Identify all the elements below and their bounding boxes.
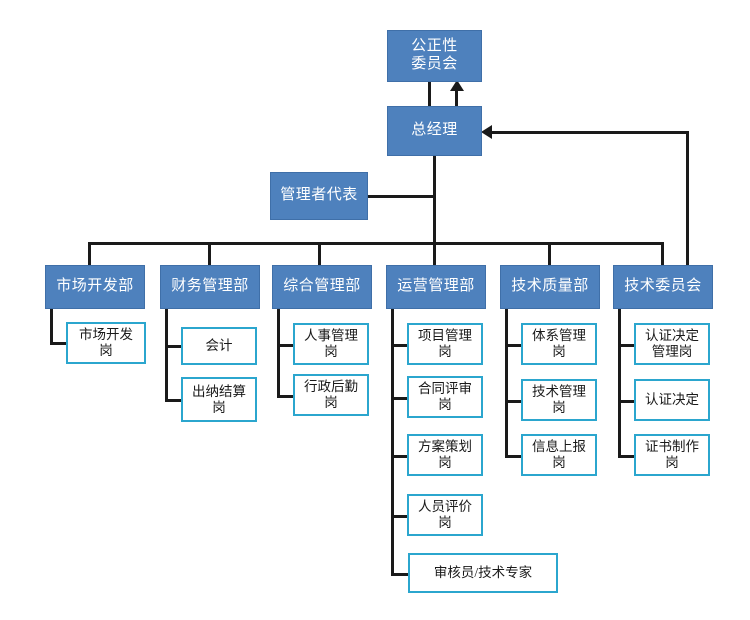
node-department-1[interactable]: 财务管理部 [160, 265, 260, 309]
connector-management-representative [368, 195, 436, 198]
post-1-1[interactable]: 出纳结算 岗 [181, 377, 257, 422]
connector-gm-trunk [433, 156, 436, 244]
node-department-4[interactable]: 技术质量部 [500, 265, 600, 309]
arrow-up-icon [450, 80, 464, 91]
connector-techcommittee-feedback-vertical [686, 131, 689, 269]
connector-stem-dept-2 [318, 242, 321, 265]
connector-stem-dept-5 [661, 242, 664, 265]
connector-stub-2-0 [277, 344, 295, 347]
node-department-2[interactable]: 综合管理部 [272, 265, 372, 309]
post-4-2[interactable]: 信息上报 岗 [521, 434, 597, 476]
post-5-2[interactable]: 证书制作 岗 [634, 434, 710, 476]
node-department-5[interactable]: 技术委员会 [613, 265, 713, 309]
connector-spine-dept-0 [50, 309, 53, 345]
connector-techcommittee-feedback-horizontal [492, 131, 689, 134]
post-3-4[interactable]: 审核员/技术专家 [408, 553, 558, 593]
connector-stub-3-2 [391, 455, 409, 458]
connector-spine-dept-2 [277, 309, 280, 398]
connector-stub-2-1 [277, 395, 295, 398]
post-5-0[interactable]: 认证决定 管理岗 [634, 323, 710, 365]
post-3-3[interactable]: 人员评价 岗 [407, 494, 483, 536]
post-3-2[interactable]: 方案策划 岗 [407, 434, 483, 476]
post-4-1[interactable]: 技术管理 岗 [521, 379, 597, 421]
connector-gm-committee-arrow-shaft [455, 88, 458, 106]
connector-spine-dept-3 [391, 309, 394, 576]
connector-stub-4-2 [505, 455, 523, 458]
post-3-0[interactable]: 项目管理 岗 [407, 323, 483, 365]
connector-stem-dept-4 [548, 242, 551, 265]
node-general-manager[interactable]: 总经理 [387, 106, 482, 156]
connector-stub-5-1 [618, 400, 636, 403]
post-5-1[interactable]: 认证决定 [634, 379, 710, 421]
connector-stem-dept-0 [88, 242, 91, 265]
post-2-1[interactable]: 行政后勤 岗 [293, 374, 369, 416]
connector-spine-dept-1 [165, 309, 168, 402]
connector-stem-dept-3 [433, 242, 436, 265]
connector-stub-3-3 [391, 515, 409, 518]
node-impartiality-committee[interactable]: 公正性 委员会 [387, 30, 482, 82]
post-1-0[interactable]: 会计 [181, 327, 257, 365]
post-4-0[interactable]: 体系管理 岗 [521, 323, 597, 365]
arrow-left-icon [481, 125, 492, 139]
connector-stub-3-0 [391, 344, 409, 347]
node-management-representative[interactable]: 管理者代表 [270, 172, 368, 220]
post-2-0[interactable]: 人事管理 岗 [293, 323, 369, 365]
post-0-0[interactable]: 市场开发 岗 [66, 322, 146, 364]
connector-stub-0-0 [50, 342, 68, 345]
post-3-1[interactable]: 合同评审 岗 [407, 376, 483, 418]
node-department-0[interactable]: 市场开发部 [45, 265, 145, 309]
connector-spine-dept-5 [618, 309, 621, 458]
node-department-3[interactable]: 运营管理部 [386, 265, 486, 309]
connector-spine-dept-4 [505, 309, 508, 458]
connector-stub-4-0 [505, 344, 523, 347]
connector-stub-5-2 [618, 455, 636, 458]
connector-stub-3-4 [391, 573, 409, 576]
connector-gm-committee-line [428, 82, 431, 106]
connector-stub-4-1 [505, 400, 523, 403]
connector-department-bus [88, 242, 664, 245]
connector-stub-1-0 [165, 345, 183, 348]
connector-stub-1-1 [165, 399, 183, 402]
connector-stub-5-0 [618, 344, 636, 347]
connector-stem-dept-1 [208, 242, 211, 265]
connector-stub-3-1 [391, 397, 409, 400]
